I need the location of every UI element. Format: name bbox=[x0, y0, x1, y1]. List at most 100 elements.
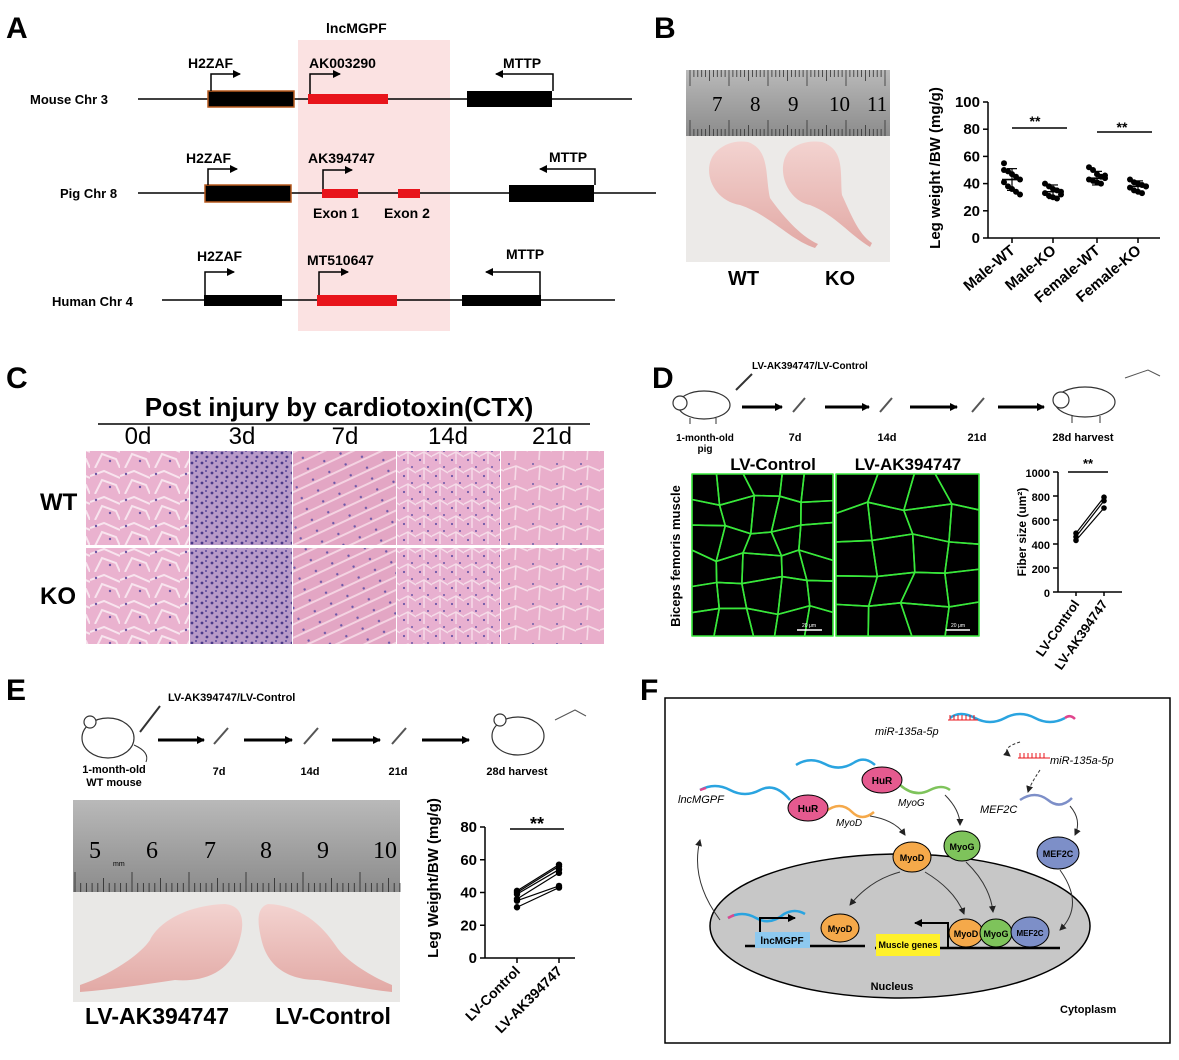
lncmgpf-label: lncMGPF bbox=[678, 794, 725, 806]
chart-b-point bbox=[1001, 179, 1007, 186]
mef2c-mrna bbox=[1019, 793, 1073, 806]
chart-e-y-tick-label: 0 bbox=[469, 950, 477, 967]
ruler-e-unit: mm bbox=[113, 861, 125, 868]
accession-label-mouse: AK003290 bbox=[309, 55, 376, 71]
arrow-ak394747 bbox=[322, 166, 353, 189]
chart-d-pair-line bbox=[1075, 500, 1105, 538]
chart-b-point bbox=[1001, 167, 1007, 173]
lncmgpf-nascent-rna bbox=[727, 909, 806, 923]
panel-f: F Nucleus Cytoplasm miR-135a-5p miR-135a… bbox=[640, 674, 1171, 1044]
chart-e-pair-line bbox=[516, 887, 560, 908]
exon-2-label: Exon 2 bbox=[384, 205, 430, 221]
photo-label-ko: KO bbox=[825, 268, 855, 290]
chart-b-point bbox=[1017, 191, 1023, 198]
chart-d-y-tick-label: 200 bbox=[1032, 564, 1050, 576]
lnc-rna-myog-complex bbox=[795, 758, 876, 769]
chart-b-sig-female: ** bbox=[1117, 119, 1128, 135]
chart-d-point bbox=[1101, 505, 1107, 511]
panel-letter-d: D bbox=[652, 362, 674, 395]
gene-box-mt510647 bbox=[317, 295, 397, 306]
lncmgpf-gene-box bbox=[755, 932, 810, 948]
histology-wt-14d bbox=[397, 451, 500, 545]
gene-box-ak003290 bbox=[308, 94, 388, 104]
harvest-label-e: 28d harvest bbox=[486, 766, 547, 778]
panel-letter-e: E bbox=[6, 674, 26, 707]
histology-ko-7d bbox=[293, 548, 396, 644]
ko-leg-image bbox=[782, 141, 872, 247]
chart-d-ylabel: Fiber size (um²) bbox=[1015, 488, 1029, 577]
chart-d-y-tick-label: 1000 bbox=[1026, 468, 1050, 480]
panel-c-title: Post injury by cardiotoxin(CTX) bbox=[145, 392, 534, 422]
day-label-d-14d: 14d bbox=[878, 432, 897, 444]
ruler-b-ticks bbox=[689, 70, 886, 136]
myog-protein-cytoplasm bbox=[943, 830, 981, 862]
chart-e-y-tick-label: 80 bbox=[460, 819, 477, 836]
muscle-genes-promoter-arrow bbox=[914, 919, 949, 948]
mouse-icon-start bbox=[81, 715, 148, 763]
chart-d-y-tick-label: 0 bbox=[1044, 588, 1050, 600]
panel-e: E LV-AK394747/LV-Control 1-month-old WT … bbox=[6, 674, 587, 1036]
gene-label-h2zaf-pig: H2ZAF bbox=[186, 150, 232, 166]
photo-label-wt: WT bbox=[728, 268, 759, 290]
mef2c-protein-nucleus bbox=[1010, 916, 1050, 948]
species-label-human: Human Chr 4 bbox=[52, 294, 134, 309]
gene-label-h2zaf-mouse: H2ZAF bbox=[188, 55, 234, 71]
chart-e-y-tick-label: 40 bbox=[460, 885, 477, 902]
ruler-e bbox=[73, 800, 400, 892]
lncmgpf-gene-label: lncMGPF bbox=[760, 936, 803, 947]
day-label-d-7d: 7d bbox=[789, 432, 802, 444]
histology-wt-0d bbox=[86, 451, 189, 545]
muscle-genes-label: Muscle genes bbox=[878, 940, 937, 950]
day-label-e-21d: 21d bbox=[389, 766, 408, 778]
panel-a: A lncMGPF Mouse Chr 3 H2ZAF AK003290 MTT… bbox=[6, 12, 656, 331]
ruler-b-number-8: 8 bbox=[750, 92, 761, 116]
mef2c-protein-cytoplasm bbox=[1036, 836, 1080, 870]
mef2c-label-nucleus: MEF2C bbox=[1016, 929, 1043, 938]
species-label-pig: Pig Chr 8 bbox=[60, 186, 117, 201]
leg-image-lv-ak394747 bbox=[80, 904, 243, 992]
timepoint-21d: 21d bbox=[532, 423, 572, 450]
exon-1-box bbox=[322, 189, 358, 198]
chart-b-point bbox=[1058, 191, 1064, 198]
chart-b-y-tick-label: 40 bbox=[963, 176, 980, 193]
arrow-mttp-pig bbox=[539, 165, 596, 185]
biceps-femoris-label: Biceps femoris muscle bbox=[668, 485, 683, 627]
ruler-e-number-5: 5 bbox=[89, 838, 101, 864]
panel-letter-b: B bbox=[654, 12, 676, 45]
timepoint-3d: 3d bbox=[229, 423, 256, 450]
myog-translation-arrow bbox=[944, 794, 964, 826]
chart-d-y-tick-label: 600 bbox=[1032, 516, 1050, 528]
mirna-free bbox=[1018, 753, 1050, 759]
myod-import-arrow-2 bbox=[924, 871, 966, 915]
ruler-e-number-9: 9 bbox=[317, 838, 329, 864]
myod-import-arrow-1 bbox=[849, 871, 901, 906]
chart-b-sig-male: ** bbox=[1030, 113, 1041, 129]
lnc-rna-top-right bbox=[949, 712, 1066, 724]
mirna-target-arrow bbox=[1026, 769, 1041, 793]
ruler-e-ticks bbox=[74, 872, 401, 892]
chart-e-pair-line bbox=[516, 865, 560, 894]
cytoplasm-label: Cytoplasm bbox=[1060, 1004, 1116, 1016]
histology-ko-0d bbox=[86, 548, 189, 644]
ruler-e-number-10: 10 bbox=[373, 838, 397, 864]
chart-d-y-tick-label: 800 bbox=[1032, 492, 1050, 504]
histology-ko-14d bbox=[397, 548, 500, 644]
gene-label-h2zaf-human: H2ZAF bbox=[197, 248, 243, 264]
chart-d-sig: ** bbox=[1083, 456, 1094, 471]
arrow-h2zaf-pig bbox=[207, 165, 238, 185]
injection-label-d: LV-AK394747/LV-Control bbox=[752, 361, 868, 372]
mouse-icon-harvest bbox=[491, 709, 587, 756]
chart-e-y-tick-label: 60 bbox=[460, 852, 477, 869]
histology-ko-3d bbox=[190, 548, 292, 644]
chart-e-pair-line bbox=[516, 872, 560, 900]
chart-e-point bbox=[513, 890, 521, 898]
gene-box-mttp-mouse bbox=[467, 91, 552, 107]
ruler-e-number-7: 7 bbox=[204, 838, 216, 864]
image-label-lv-control: LV-Control bbox=[730, 455, 816, 474]
chart-e-y-tick-label: 20 bbox=[460, 917, 477, 934]
scale-label-control: 20 μm bbox=[802, 623, 816, 629]
wt-leg-image bbox=[709, 141, 818, 248]
chart-b-point bbox=[1139, 190, 1145, 197]
myod-mrna-label: MyoD bbox=[836, 818, 862, 829]
mirna-label-middle: miR-135a-5p bbox=[1050, 755, 1114, 767]
